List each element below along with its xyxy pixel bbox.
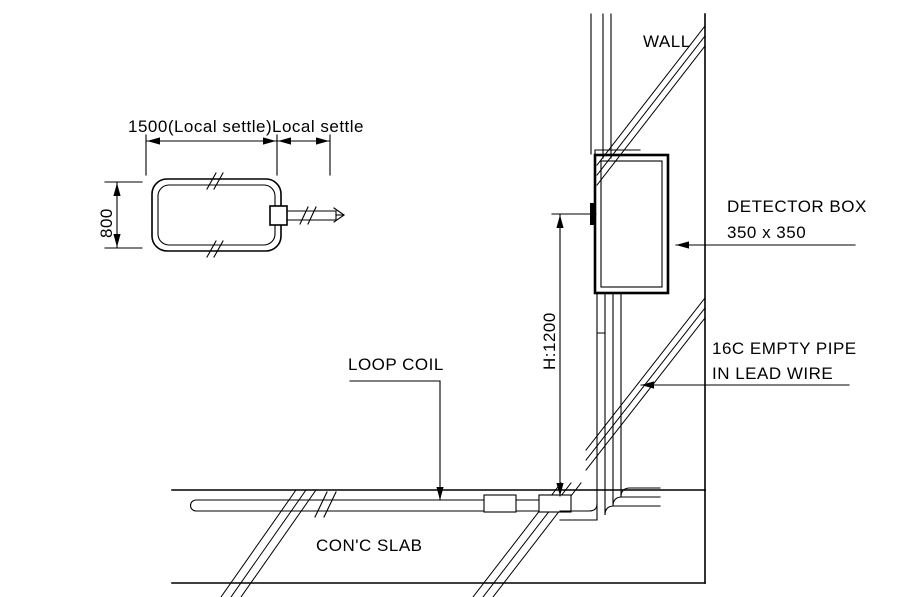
detector-box-label-line1: DETECTOR BOX [727, 197, 867, 216]
dim-height-wall-label: H:1200 [540, 312, 559, 370]
hatch-line [596, 25, 706, 166]
empty-pipe-label-line1: 16C EMPTY PIPE [712, 339, 857, 358]
dim-width-secondary-label: Local settle [272, 117, 364, 136]
loop-coil-inner-rect [157, 184, 276, 246]
loop-coil-outer-rect [151, 178, 282, 252]
wall-group: WALL [585, 13, 706, 491]
height-dimension-group: H:1200 [540, 213, 597, 497]
break-mark-bottom-b [213, 240, 224, 258]
hatch-line [596, 45, 706, 186]
riser-pipe-down-b [604, 292, 661, 516]
conduit-riser-group [559, 13, 661, 521]
loop-coil-detail-group: 1500(Local settle) Local settle 800 [97, 117, 364, 258]
detector-box-inner-rect [600, 160, 663, 288]
wall-hatch-upper [596, 25, 706, 186]
loop-coil-connector-box [269, 205, 288, 226]
vertical-dimension-group: 800 [97, 181, 143, 249]
riser-branch-bottom-b [559, 503, 598, 512]
hatch-line [585, 317, 706, 471]
hatch-line [585, 297, 706, 451]
hatch-line [230, 489, 307, 597]
lead-wire-break-a [299, 206, 309, 225]
slab-hatch-left [220, 489, 317, 597]
hatch-line [220, 489, 297, 597]
loop-coil-shape [151, 172, 282, 258]
pipe-break-mark-a [314, 491, 328, 518]
detector-box-group [590, 149, 670, 295]
break-mark-top-b [213, 172, 224, 190]
empty-pipe-label-line2: IN LEAD WIRE [712, 364, 833, 383]
detector-box-outer-rect [593, 153, 670, 295]
hatch-line [240, 489, 317, 597]
horizontal-dimension-group: 1500(Local settle) Local settle [128, 117, 364, 176]
detector-box-label-line2: 350 x 350 [727, 223, 806, 242]
break-mark-bottom-a [206, 240, 217, 258]
wall-hatch-lower [585, 297, 706, 471]
concrete-slab-group: CON'C SLAB [171, 482, 706, 597]
loop-coil-lead-wire-group [269, 205, 345, 226]
break-mark-top-a [206, 172, 217, 190]
buried-pipe-group [190, 491, 572, 518]
riser-pipe-down-d [620, 292, 661, 498]
pipe-coupler-left [483, 494, 517, 513]
dim-height-loop-label: 800 [97, 208, 116, 238]
buried-pipe-left-cap [190, 499, 197, 512]
lead-wire-arrow-icon [333, 207, 345, 223]
hatch-line [585, 307, 706, 461]
detector-box-annotation: DETECTOR BOX 350 x 350 [675, 197, 867, 249]
concrete-slab-label: CON'C SLAB [316, 536, 423, 555]
lead-wire-break-b [307, 206, 317, 225]
empty-pipe-annotation: 16C EMPTY PIPE IN LEAD WIRE [640, 339, 857, 389]
wall-label: WALL [643, 32, 691, 51]
pipe-break-mark-b [323, 491, 337, 518]
loop-coil-annotation: LOOP COIL [348, 355, 444, 501]
pipe-coupler-right [538, 494, 572, 513]
dim-width-primary-label: 1500(Local settle) [128, 117, 272, 136]
loop-coil-label: LOOP COIL [348, 355, 444, 374]
riser-pipe-down-c [612, 292, 661, 507]
hatch-line [596, 35, 706, 176]
